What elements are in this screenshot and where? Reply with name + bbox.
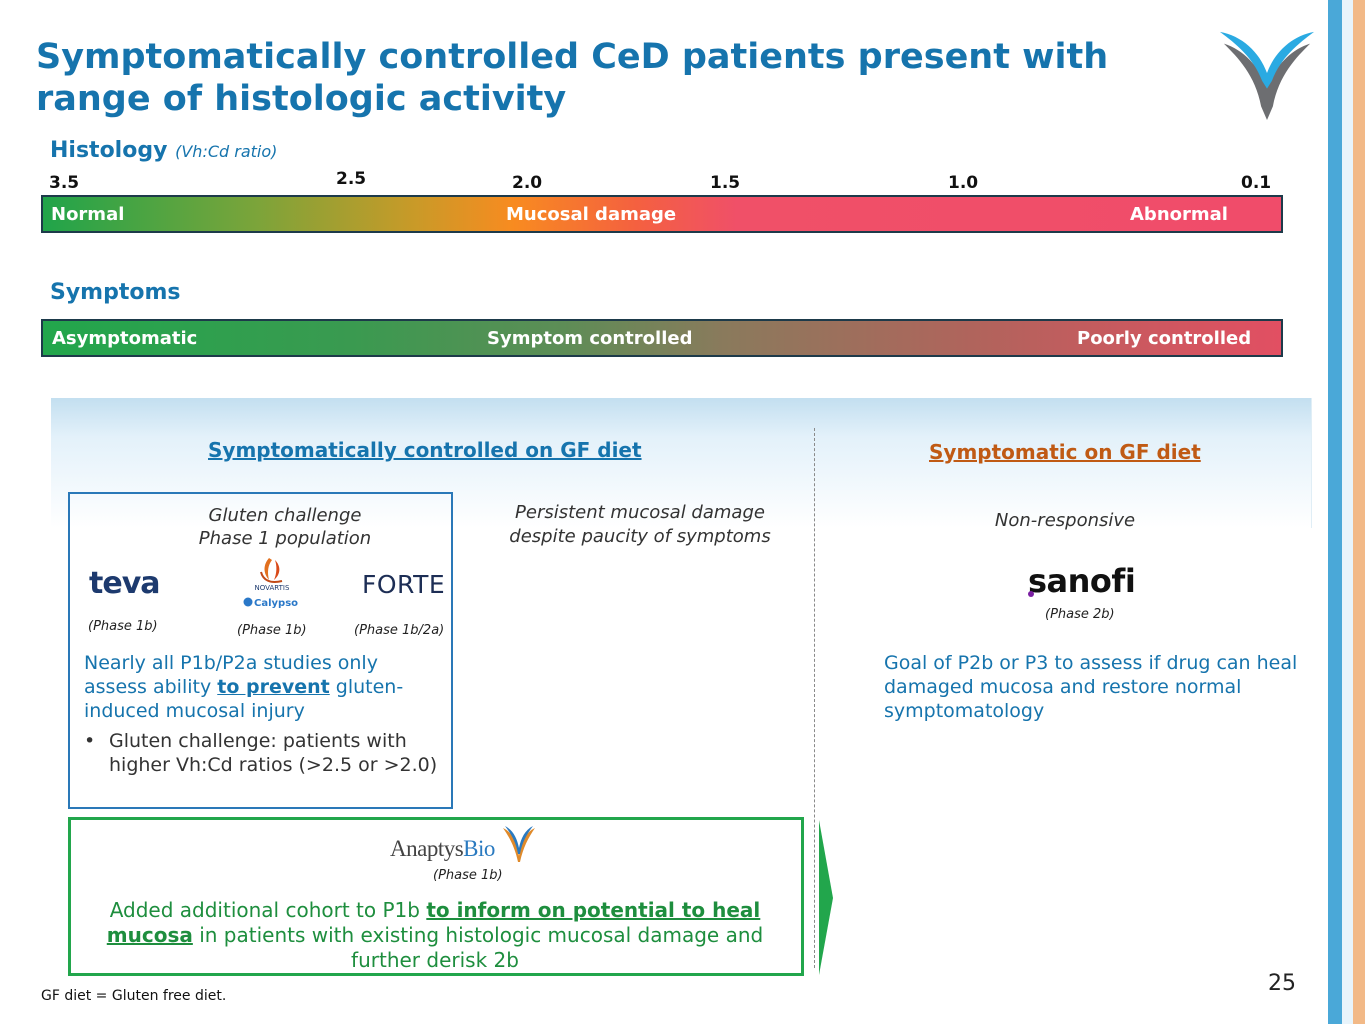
histology-bar: Normal Mucosal damage Abnormal	[41, 195, 1283, 233]
header-symptomatic: Symptomatic on GF diet	[929, 440, 1201, 464]
symptoms-bar: Asymptomatic Symptom controlled Poorly c…	[41, 319, 1283, 357]
persistent-damage-note: Persistent mucosal damage despite paucit…	[509, 502, 771, 547]
sanofi-dot-icon	[1028, 591, 1034, 597]
right-arrow-icon	[819, 820, 833, 975]
goal-note: Goal of P2b or P3 to assess if drug can …	[884, 652, 1298, 722]
forte-logo: FORTE	[362, 570, 446, 599]
tick-1-5: 1.5	[710, 173, 741, 193]
symptoms-asymptomatic-label: Asymptomatic	[52, 328, 198, 349]
tick-1-0: 1.0	[948, 173, 979, 193]
histology-normal-label: Normal	[51, 204, 125, 225]
panel-edge	[1311, 398, 1312, 528]
tick-2-5: 2.5	[336, 169, 367, 189]
novartis-calypso-logo: NOVARTIS Calypso	[243, 558, 298, 609]
page-title: Symptomatically controlled CeD patients …	[36, 37, 1109, 119]
panel-divider	[814, 428, 815, 968]
novartis-wordmark: NOVARTIS	[255, 584, 290, 592]
histology-mucosal-damage-label: Mucosal damage	[506, 204, 677, 225]
teva-logo: teva	[89, 566, 160, 601]
phase-sanofi: (Phase 2b)	[1045, 607, 1115, 622]
brand-logo-icon	[1219, 29, 1315, 121]
histology-abnormal-label: Abnormal	[1130, 204, 1228, 225]
phase-anaptysbio: (Phase 1b)	[433, 868, 503, 883]
side-stripe-blue	[1328, 0, 1342, 1024]
phase-forte: (Phase 1b/2a)	[354, 623, 445, 638]
non-responsive-label: Non-responsive	[994, 510, 1136, 531]
gluten-challenge-bullet: • Gluten challenge: patients with higher…	[84, 730, 438, 776]
tick-2-0: 2.0	[512, 173, 543, 193]
header-symptomatically-controlled: Symptomatically controlled on GF diet	[208, 438, 642, 462]
gluten-challenge-title: Gluten challenge Phase 1 population	[198, 505, 372, 549]
histology-label: Histology (Vh:Cd ratio)	[50, 138, 278, 163]
symptoms-poorly-controlled-label: Poorly controlled	[1077, 328, 1252, 349]
side-stripe-light	[1342, 0, 1353, 1024]
phase-teva: (Phase 1b)	[88, 619, 158, 634]
calypso-wordmark: Calypso	[254, 598, 298, 609]
bullet-dot: •	[84, 730, 96, 752]
footnote: GF diet = Gluten free diet.	[41, 988, 227, 1004]
sanofi-logo: sanofi	[1028, 562, 1136, 600]
anaptysbio-box	[68, 817, 804, 976]
symptoms-controlled-label: Symptom controlled	[487, 328, 693, 349]
page-number: 25	[1268, 971, 1296, 996]
heal-mucosa-note: Added additional cohort to P1b to inform…	[106, 898, 764, 972]
anaptysbio-logo: AnaptysBio	[390, 826, 540, 864]
tick-0-1: 0.1	[1241, 173, 1272, 193]
comparison-panel-background	[51, 398, 1312, 528]
phase-novartis: (Phase 1b)	[237, 623, 307, 638]
anaptysbio-v-icon	[503, 826, 535, 862]
tick-3-5: 3.5	[49, 173, 80, 193]
gluten-challenge-box	[68, 492, 453, 809]
symptoms-label: Symptoms	[50, 280, 181, 305]
prevent-note: Nearly all P1b/P2a studies only assess a…	[84, 652, 404, 722]
side-stripe-orange	[1353, 0, 1365, 1024]
